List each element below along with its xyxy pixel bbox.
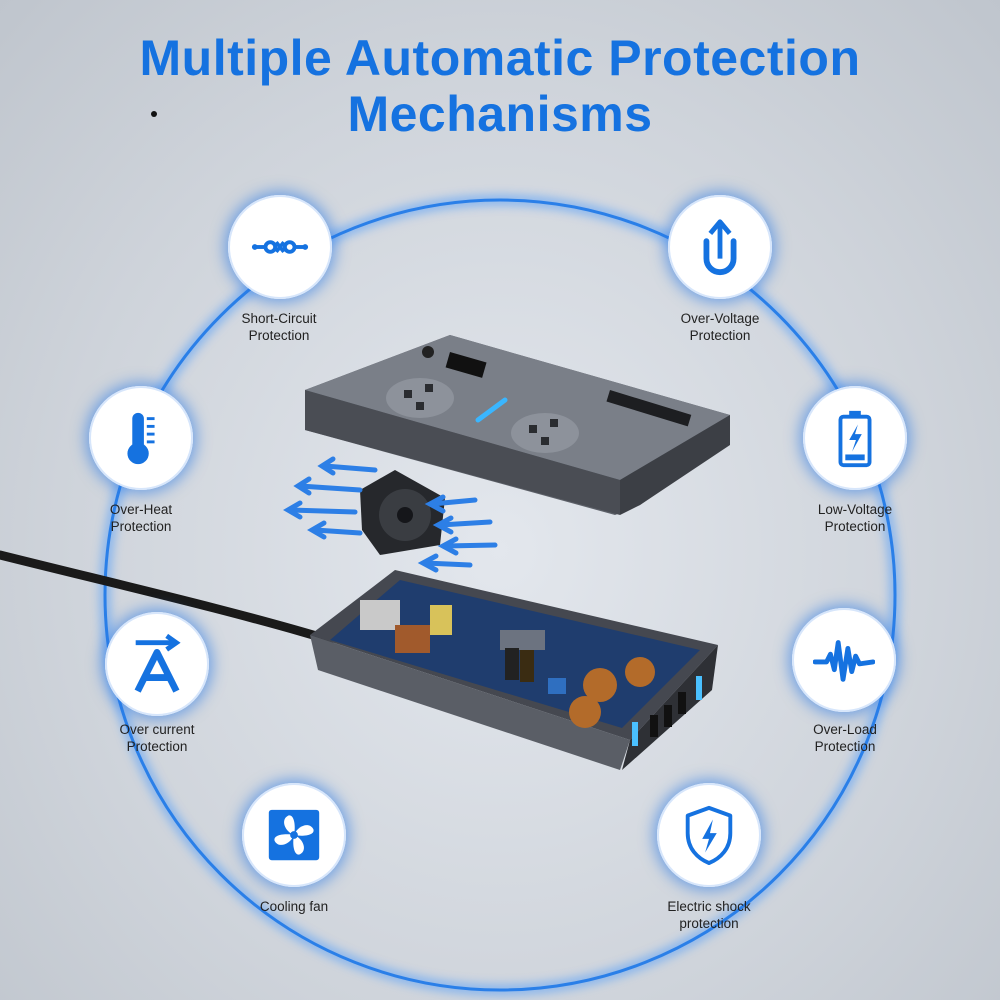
over-current-badge (105, 612, 209, 716)
ampere-icon (134, 633, 181, 693)
shield-icon (685, 805, 733, 866)
page-title: Multiple Automatic Protection Mechanisms (0, 30, 1000, 142)
inverter-base-unit (310, 570, 718, 770)
feature-line2: Protection (248, 328, 310, 343)
airflow-arrows (283, 456, 498, 573)
cooling-fan-label: Cooling fan (214, 898, 374, 915)
feature-line2: Protection (126, 739, 188, 754)
low-voltage-label: Low-Voltage Protection (775, 501, 935, 535)
low-voltage-badge (803, 386, 907, 490)
feature-line2: Protection (814, 739, 876, 754)
over-heat-badge (89, 386, 193, 490)
over-heat-label: Over-Heat Protection (61, 501, 221, 535)
over-current-label: Over current Protection (77, 721, 237, 755)
title-line-1: Multiple Automatic Protection (139, 30, 861, 86)
feature-line1: Over-Load (813, 722, 877, 737)
feature-line1: Short-Circuit (241, 311, 317, 326)
feature-line1: Over-Voltage (680, 311, 760, 326)
thermometer-icon (127, 412, 155, 465)
over-voltage-badge (668, 195, 772, 299)
electric-shock-label: Electric shock protection (629, 898, 789, 932)
over-load-label: Over-Load Protection (765, 721, 925, 755)
inverter-top-cover (305, 335, 730, 515)
short-circuit-icon (251, 240, 309, 254)
short-circuit-badge (228, 195, 332, 299)
title-line-2: Mechanisms (347, 86, 653, 142)
feature-line2: Protection (110, 519, 172, 534)
electric-shock-badge (657, 783, 761, 887)
battery-icon (838, 410, 872, 468)
feature-line1: Over current (119, 722, 195, 737)
feature-line2: protection (679, 916, 739, 931)
waveform-icon (813, 640, 875, 682)
over-voltage-icon (703, 219, 737, 276)
feature-line1: Cooling fan (259, 899, 329, 914)
fan-icon (268, 809, 320, 861)
feature-line2: Protection (689, 328, 751, 343)
feature-line1: Low-Voltage (817, 502, 893, 517)
over-load-badge (792, 608, 896, 712)
cooling-fan-badge (242, 783, 346, 887)
over-voltage-label: Over-Voltage Protection (640, 310, 800, 344)
short-circuit-label: Short-Circuit Protection (199, 310, 359, 344)
cooling-fan-illustration (360, 470, 445, 555)
feature-line2: Protection (824, 519, 886, 534)
decorative-dot (151, 111, 157, 117)
feature-line1: Electric shock (667, 899, 751, 914)
feature-line1: Over-Heat (109, 502, 173, 517)
